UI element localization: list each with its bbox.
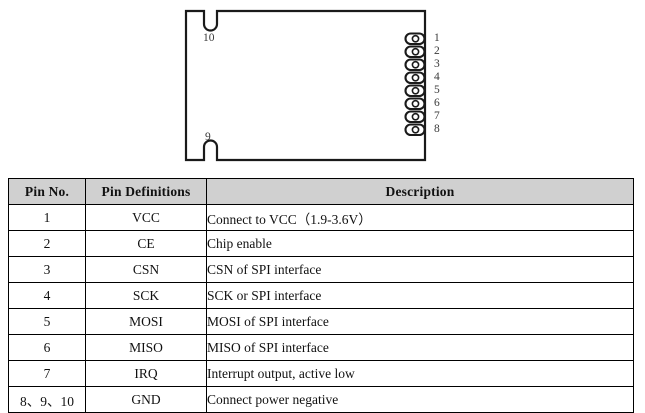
table-row: 6 MISO MISO of SPI interface — [8, 334, 634, 361]
cell-pin-definition: VCC — [85, 204, 207, 231]
table-row: 4 SCK SCK or SPI interface — [8, 282, 634, 309]
pin-number-1: 1 — [434, 32, 440, 44]
cell-description: SCK or SPI interface — [206, 282, 634, 309]
pin-pad-6 — [404, 97, 426, 111]
pin-pad-1 — [404, 32, 426, 46]
table-row: 1 VCC Connect to VCC（1.9-3.6V） — [8, 204, 634, 231]
cell-pin-no: 2 — [8, 230, 86, 257]
cell-pin-definition: GND — [85, 386, 207, 413]
cell-description: Connect power negative — [206, 386, 634, 413]
module-body-shape — [184, 9, 427, 162]
pin-number-8: 8 — [434, 123, 440, 135]
cell-pin-no: 6 — [8, 334, 86, 361]
table-row: 3 CSN CSN of SPI interface — [8, 256, 634, 283]
pin-pad-group — [404, 32, 426, 137]
pin-pad-2 — [404, 45, 426, 59]
table-body: 1 VCC Connect to VCC（1.9-3.6V） 2 CE Chip… — [8, 204, 634, 413]
header-description: Description — [206, 178, 634, 205]
table-header-row: Pin No. Pin Definitions Description — [8, 178, 634, 205]
module-diagram: 10 9 1 2 3 4 5 6 7 8 — [0, 0, 645, 172]
header-pin-no: Pin No. — [8, 178, 86, 205]
cell-pin-definition: MOSI — [85, 308, 207, 335]
cell-pin-definition: SCK — [85, 282, 207, 309]
cell-pin-no: 7 — [8, 360, 86, 387]
notch-label-10: 10 — [203, 32, 215, 44]
cell-pin-definition: MISO — [85, 334, 207, 361]
table-row: 5 MOSI MOSI of SPI interface — [8, 308, 634, 335]
header-pin-definitions: Pin Definitions — [85, 178, 207, 205]
cell-pin-no: 4 — [8, 282, 86, 309]
cell-description: Connect to VCC（1.9-3.6V） — [206, 204, 634, 231]
pin-number-5: 5 — [434, 84, 440, 96]
cell-description: Interrupt output, active low — [206, 360, 634, 387]
module-outline-svg — [184, 9, 427, 162]
cell-pin-definition: CE — [85, 230, 207, 257]
pin-pad-5 — [404, 84, 426, 98]
pin-number-6: 6 — [434, 97, 440, 109]
table-row: 8、9、10 GND Connect power negative — [8, 386, 634, 413]
cell-pin-no: 8、9、10 — [8, 386, 86, 413]
pin-number-7: 7 — [434, 110, 440, 122]
cell-pin-definition: IRQ — [85, 360, 207, 387]
table-row: 2 CE Chip enable — [8, 230, 634, 257]
pin-pad-7 — [404, 110, 426, 124]
cell-description: MISO of SPI interface — [206, 334, 634, 361]
cell-pin-definition: CSN — [85, 256, 207, 283]
pin-number-3: 3 — [434, 58, 440, 70]
table-header: Pin No. Pin Definitions Description — [8, 178, 634, 205]
pin-pad-4 — [404, 71, 426, 85]
pin-description-table-container: Pin No. Pin Definitions Description 1 VC… — [8, 178, 634, 413]
cell-pin-no: 3 — [8, 256, 86, 283]
pin-description-table: Pin No. Pin Definitions Description 1 VC… — [8, 178, 634, 413]
cell-description: CSN of SPI interface — [206, 256, 634, 283]
cell-description: Chip enable — [206, 230, 634, 257]
table-row: 7 IRQ Interrupt output, active low — [8, 360, 634, 387]
cell-pin-no: 5 — [8, 308, 86, 335]
pin-number-4: 4 — [434, 71, 440, 83]
cell-description: MOSI of SPI interface — [206, 308, 634, 335]
cell-pin-no: 1 — [8, 204, 86, 231]
notch-label-9: 9 — [205, 131, 211, 143]
pin-number-2: 2 — [434, 45, 440, 57]
pin-pad-3 — [404, 58, 426, 72]
pin-pad-8 — [404, 123, 426, 137]
